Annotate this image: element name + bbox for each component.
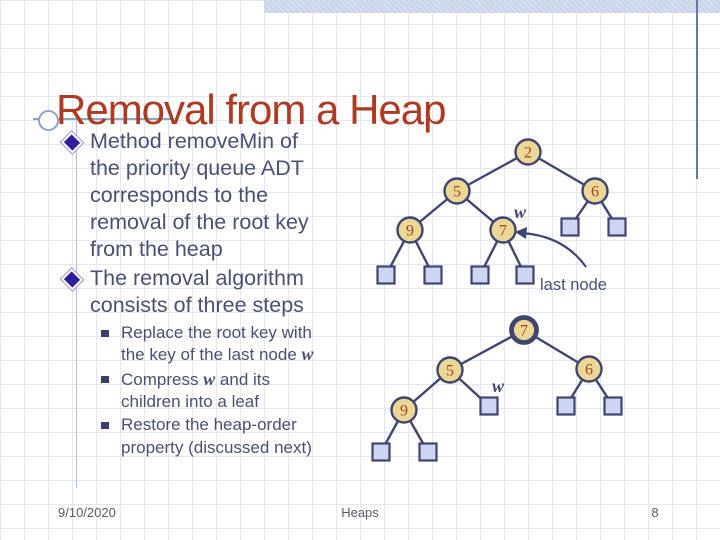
diamond-bullet-icon: [63, 271, 81, 289]
sub-text-post: and its children into a leaf: [121, 370, 271, 411]
heap-node-key: 7: [499, 223, 507, 240]
heap-node: [489, 216, 517, 244]
heap-node: [396, 216, 424, 244]
w-node-label: w: [492, 376, 505, 396]
heap-node-key: 5: [446, 363, 454, 380]
footer-date: 9/10/2020: [58, 505, 116, 520]
top-accent-band: [264, 0, 720, 13]
square-bullet-icon: [101, 422, 109, 430]
leaf-node: [515, 265, 535, 285]
bullet-item: The removal algorithm consists of three …: [63, 265, 384, 319]
title-underline: [33, 118, 174, 120]
bullet-item: Method removeMin of the priority queue A…: [63, 128, 384, 262]
leaf-node: [470, 265, 490, 285]
heap-node-key: 9: [406, 223, 414, 240]
sub-bullet-list: Replace the root key with the key of the…: [99, 322, 389, 460]
last-node-arrow: [521, 231, 587, 268]
sub-bullet-item: Replace the root key with the key of the…: [99, 322, 389, 366]
bullet-list: Method removeMin of the priority queue A…: [63, 128, 384, 322]
heap-node: [514, 138, 542, 166]
bullet-text: Method removeMin of the priority queue A…: [90, 129, 309, 261]
sub-text-pre: Replace the root key with the key of the…: [121, 323, 312, 365]
footer-page-number: 8: [651, 505, 659, 520]
ornament-circle: [38, 110, 59, 131]
heap-before-removal: 2 5 6 9 7w last node: [376, 138, 627, 294]
sub-bullet-text: Restore the heap-order property (discuss…: [121, 414, 312, 458]
heap-node: [390, 396, 418, 424]
heap-node: [581, 177, 609, 205]
last-node-label: last node: [540, 276, 607, 294]
square-bullet-icon: [101, 330, 109, 337]
w-symbol: w: [203, 369, 216, 390]
sub-text-pre: Restore the heap-order property (discuss…: [121, 415, 312, 457]
leaf-node: [556, 396, 576, 416]
sub-bullet-item: Compress w and its children into a leaf: [99, 368, 389, 412]
w-node-label: w: [514, 202, 527, 222]
sub-bullet-text: Replace the root key with the key of the…: [121, 322, 314, 366]
sub-text-pre: Compress: [121, 370, 204, 390]
heap-node: [575, 355, 603, 383]
bullet-text: The removal algorithm consists of three …: [90, 266, 304, 318]
leaf-node: [423, 265, 443, 285]
heap-node-key: 5: [453, 184, 461, 201]
sub-bullet-text: Compress w and its children into a leaf: [121, 368, 270, 412]
page-title: Removal from a Heap: [56, 86, 446, 134]
heap-after-replacement: 7 5 6 9 w: [371, 315, 623, 462]
arrowhead-icon: [515, 227, 527, 239]
w-symbol: w: [301, 344, 314, 365]
heap-node-key: 7: [520, 323, 528, 340]
heap-node: [509, 315, 539, 345]
left-accent-line: [76, 119, 77, 488]
heap-node-key: 9: [400, 403, 408, 420]
heap-node-key: 2: [524, 145, 532, 162]
square-bullet-icon: [101, 376, 109, 384]
leaf-node: [479, 396, 499, 416]
heap-node: [436, 356, 464, 384]
leaf-node: [603, 396, 623, 416]
heap-node-key: 6: [585, 362, 593, 379]
leaf-node: [607, 217, 627, 237]
sub-bullet-item: Restore the heap-order property (discuss…: [99, 414, 389, 458]
leaf-node: [418, 442, 438, 462]
right-accent-line: [696, 0, 698, 179]
footer-title: Heaps: [341, 505, 379, 520]
heap-node-key: 6: [591, 184, 599, 201]
leaf-node: [560, 217, 580, 237]
heap-node: [443, 177, 471, 205]
diamond-bullet-icon: [63, 134, 81, 151]
